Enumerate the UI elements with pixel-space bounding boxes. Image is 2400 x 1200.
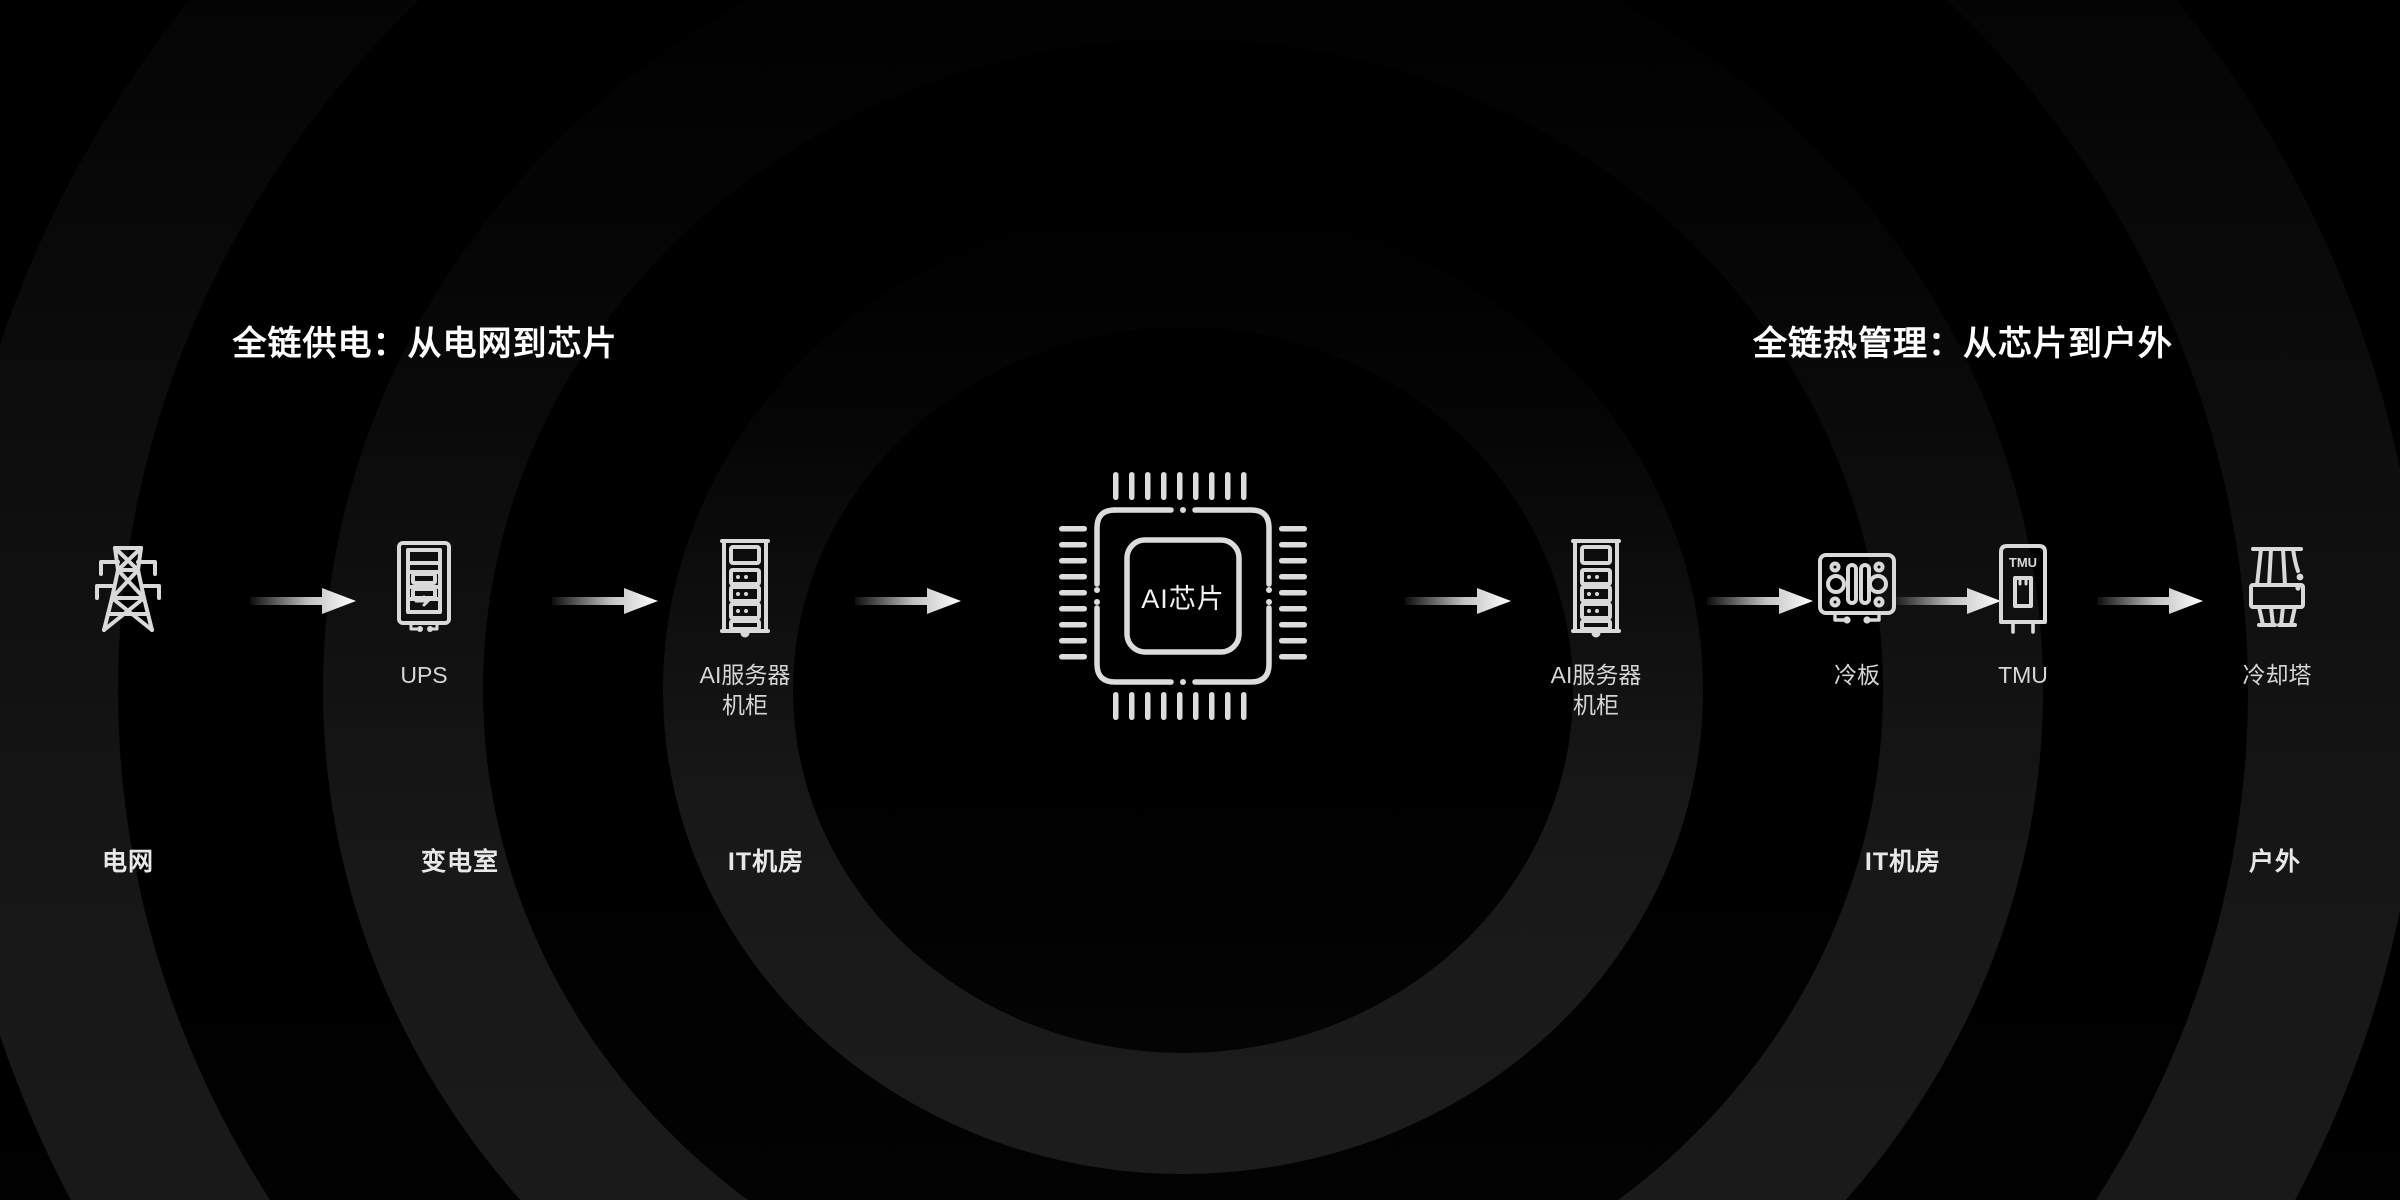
ups-cabinet-icon [319, 534, 529, 642]
arrow-tmu-to-tower [2097, 586, 2203, 616]
zone-caption-grid-zone: 电网 [101, 848, 155, 876]
tmu-badge-text: TMU [2009, 555, 2037, 570]
chain-node-ai-rack-left[interactable]: AI服务器 机柜 [640, 534, 850, 721]
cold-plate-icon [1818, 553, 1896, 624]
power-transmission-tower-icon [95, 546, 161, 632]
chain-node-grid[interactable] [23, 534, 233, 642]
chain-node-ups[interactable]: UPS [319, 534, 529, 690]
arrow-rack-to-chip [855, 586, 961, 616]
chain-node-ai-rack-right[interactable]: AI服务器 机柜 [1491, 534, 1701, 721]
zone-caption-it-room-right: IT机房 [1864, 848, 1942, 876]
chain-node-label: AI服务器 机柜 [1550, 662, 1642, 719]
ai-chip-icon [1059, 472, 1307, 720]
server-rack-icon [1571, 539, 1621, 638]
arrow-rack-to-coldplate [1707, 586, 1813, 616]
cold-plate-icon [1752, 534, 1962, 642]
arrow-ups-to-rack [552, 586, 658, 616]
chain-node-cooling-tower[interactable]: 冷却塔 [2172, 534, 2382, 690]
server-rack-icon [640, 534, 850, 642]
zone-caption-outdoor: 户外 [2248, 848, 2302, 876]
server-rack-icon [1491, 534, 1701, 642]
arrow-grid-to-ups [250, 586, 356, 616]
ai-chip-node[interactable]: AI芯片 [1053, 466, 1313, 726]
chain-node-label: 冷板 [1834, 662, 1880, 688]
section-title-power: 全链供电：从电网到芯片 [232, 325, 618, 363]
arrow-coldplate-to-tmu [1895, 586, 2001, 616]
power-transmission-tower-icon [23, 534, 233, 642]
tmu-unit-icon: TMU [1918, 534, 2128, 642]
chain-node-label: UPS [400, 662, 448, 688]
chain-node-cold-plate[interactable]: 冷板 [1752, 534, 1962, 690]
cooling-tower-icon [2172, 534, 2382, 642]
cooling-tower-icon [2249, 547, 2305, 627]
chain-node-label: AI服务器 机柜 [699, 662, 791, 719]
server-rack-icon [720, 539, 770, 638]
ups-cabinet-icon [397, 541, 451, 632]
chain-node-tmu[interactable]: TMU TMU [1918, 534, 2128, 690]
zone-caption-it-room-left: IT机房 [727, 848, 805, 876]
section-title-thermal: 全链热管理：从芯片到户外 [1753, 325, 2173, 363]
arrow-chip-to-rack [1405, 586, 1511, 616]
tmu-unit-icon: TMU [1999, 544, 2047, 634]
chain-node-label: TMU [1998, 662, 2048, 688]
zone-caption-substation: 变电室 [420, 848, 500, 876]
chain-node-label: 冷却塔 [2242, 662, 2312, 688]
